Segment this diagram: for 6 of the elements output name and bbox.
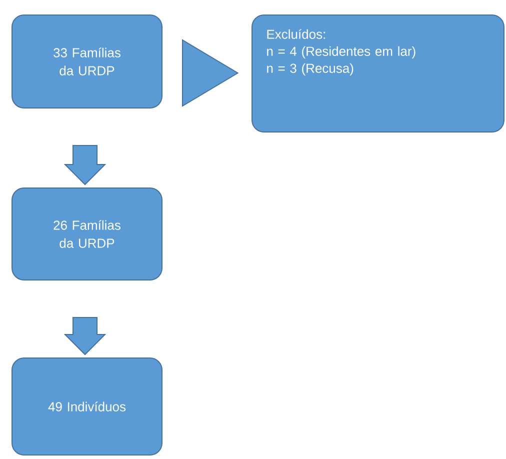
block-arrow: [64, 317, 106, 356]
process-box: 33 Famílias da URDP: [12, 14, 162, 108]
process-box: 49 Indivíduos: [12, 358, 162, 456]
block-arrow: [64, 145, 106, 186]
process-box: Excluídos: n = 4 (Residentes em lar) n = 3 (Recusa): [252, 14, 504, 132]
process-box: 26 Famílias da URDP: [12, 188, 162, 280]
